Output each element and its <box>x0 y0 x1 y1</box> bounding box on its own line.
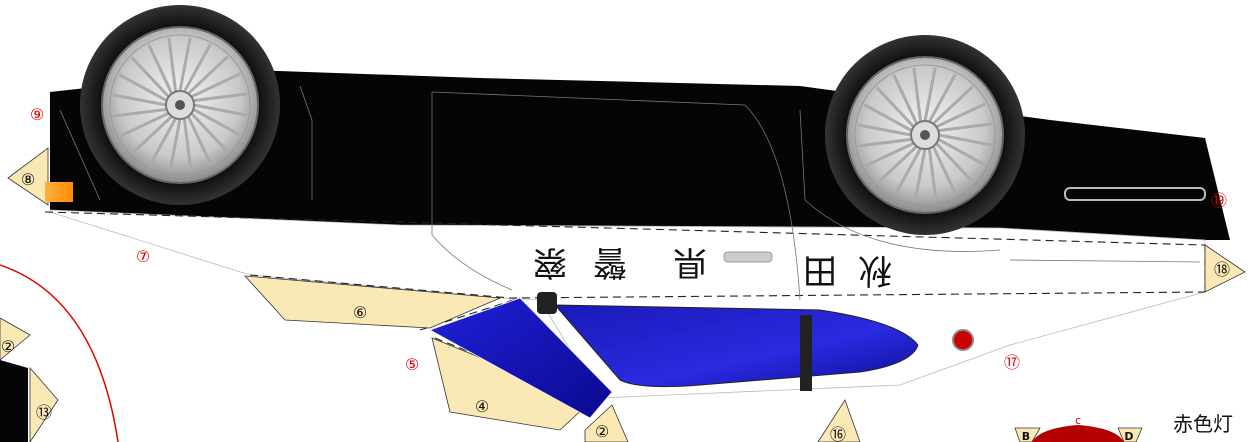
wheel-spoke <box>927 148 938 203</box>
front-wheel <box>825 35 1025 235</box>
wheel-spoke <box>857 123 912 137</box>
part-6: ⑥ <box>353 303 367 322</box>
wheel-spoke <box>178 37 192 92</box>
glue-tabs <box>0 147 1246 442</box>
wheel-spoke <box>931 145 958 197</box>
wheel-spoke <box>937 138 987 167</box>
wheel-spoke <box>183 43 212 93</box>
wheel-spoke <box>932 85 974 125</box>
wheel-spoke <box>938 122 993 133</box>
part-17: ⑰ <box>1004 353 1020 372</box>
amber-lamp <box>45 182 73 202</box>
door-lettering: 秋 田 県 警 察 <box>533 242 892 290</box>
wheel-spoke <box>863 103 913 132</box>
wheel-spoke <box>186 115 213 167</box>
wheel-spoke <box>912 67 923 122</box>
wheel-spoke <box>892 73 919 125</box>
wheel-spoke <box>935 102 987 129</box>
part-19: ⑲ <box>1211 191 1227 210</box>
red-lamp-part: c B D <box>1014 414 1143 442</box>
wheel-spoke <box>190 72 242 99</box>
glue-tab-18 <box>1204 244 1246 293</box>
guide-arc <box>0 264 119 442</box>
wheel-spoke <box>118 111 170 138</box>
lamp-letter-b: B <box>1022 430 1030 442</box>
part-numbers: ⑨ ⑧ ⑦ ⑥ ⑤ ④ ② ② ⑬ ⑯ ⑰ ⑱ ⑲ <box>1 105 1230 442</box>
wheel-spoke <box>112 93 167 107</box>
part-16: ⑯ <box>830 425 846 442</box>
wheel-spoke <box>857 137 912 148</box>
part-7: ⑦ <box>136 247 150 266</box>
part-2: ② <box>595 422 609 441</box>
wheel-spoke <box>193 92 248 103</box>
chrome-trim <box>1064 187 1206 201</box>
wheel-spoke <box>112 107 167 118</box>
wheel-spoke <box>938 133 993 147</box>
door-char-3: 県 <box>673 242 707 282</box>
wheel-spoke <box>893 147 922 197</box>
wheel-spoke <box>167 37 178 92</box>
door-char-2: 田 <box>803 250 837 290</box>
part-5: ⑤ <box>405 355 419 374</box>
wheel-spoke <box>148 117 177 167</box>
wheel-spoke <box>168 118 182 173</box>
door-char-1: 秋 <box>858 250 892 290</box>
left-black-panel <box>0 360 28 442</box>
lamp-letter-c: c <box>1075 414 1081 427</box>
wheel-spoke <box>190 112 230 154</box>
door-handle <box>723 251 773 263</box>
wheel-spoke <box>192 108 242 137</box>
part-18: ⑱ <box>1214 260 1230 279</box>
red-lamp-caption: 赤色灯 <box>1173 412 1233 436</box>
wheel-spoke <box>130 56 170 98</box>
wheel-spoke <box>187 55 229 95</box>
red-indicator <box>952 329 974 351</box>
part-13: ⑬ <box>36 403 52 422</box>
wheel-spoke <box>131 115 173 155</box>
door-char-5: 察 <box>533 242 567 282</box>
part-8: ⑧ <box>21 170 35 189</box>
wheel-spoke <box>147 43 174 95</box>
mirror <box>537 292 557 314</box>
lamp-letter-d: D <box>1124 430 1133 442</box>
front-side-window <box>553 304 919 388</box>
wheel-spoke <box>182 118 193 173</box>
wheel-spoke <box>193 103 248 117</box>
part-4: ④ <box>475 397 489 416</box>
window-pillar <box>800 315 812 391</box>
wheel-spoke <box>913 148 927 203</box>
wheel-spoke <box>863 141 915 168</box>
part-2-left: ② <box>1 337 15 356</box>
glue-tab-8 <box>7 147 49 206</box>
panel-outlines <box>59 85 1201 301</box>
door-char-4: 警 <box>593 242 627 282</box>
wheel-spoke <box>875 86 915 128</box>
rear-wheel <box>80 5 280 205</box>
wheel-spoke <box>876 145 918 185</box>
part-9: ⑨ <box>30 105 44 124</box>
rear-side-window <box>429 297 613 419</box>
wheel-spoke <box>923 67 937 122</box>
wheel-spoke <box>935 142 975 184</box>
wheel-spoke <box>118 73 168 102</box>
wheel-spoke <box>928 73 957 123</box>
